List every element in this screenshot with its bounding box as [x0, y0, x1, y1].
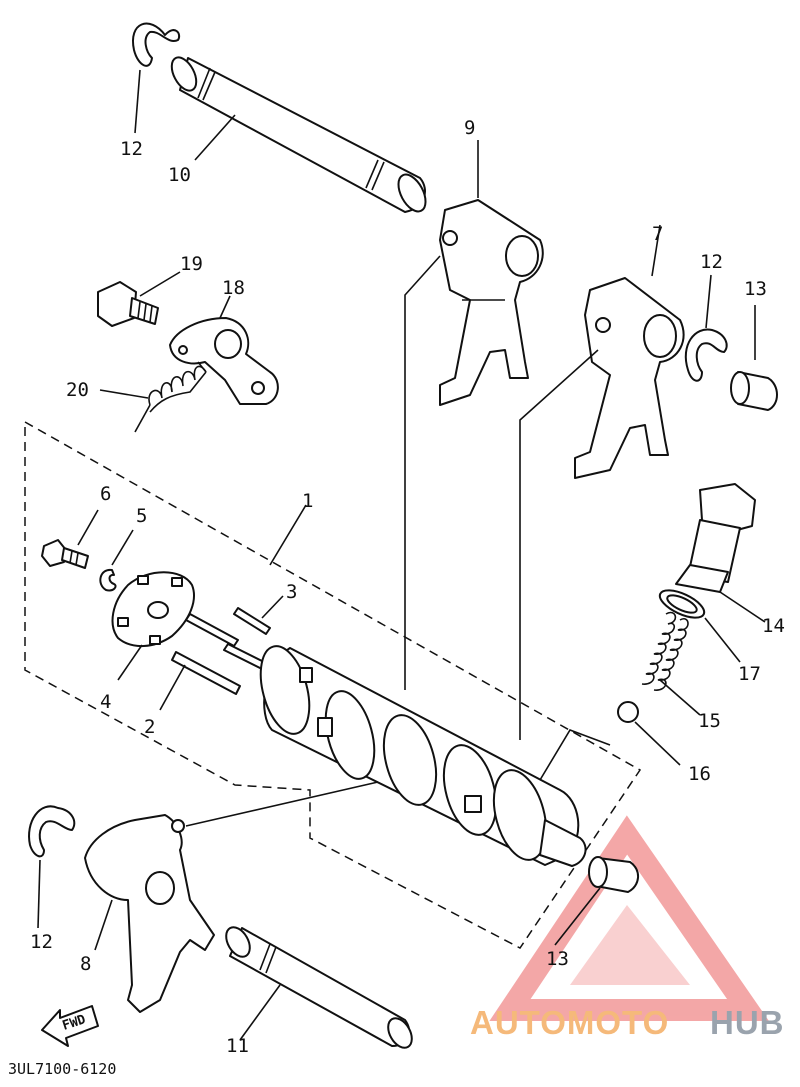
shift-fork-8 [84, 814, 215, 1013]
watermark-brand-right: HUB [710, 1004, 785, 1041]
circlip-5 [99, 568, 117, 592]
callout-3: 3 [286, 581, 297, 603]
callout-15: 15 [698, 710, 721, 732]
callout-11: 11 [226, 1035, 249, 1057]
callout-13-bottom: 13 [546, 948, 569, 970]
circlip-12-top [131, 22, 181, 67]
shift-fork-7 [574, 277, 685, 479]
assembly-outline [24, 420, 642, 949]
callout-8: 8 [80, 953, 91, 975]
callout-20: 20 [66, 379, 89, 401]
bolt-19 [97, 281, 159, 327]
bolt-6 [41, 539, 89, 569]
callout-19: 19 [180, 253, 203, 275]
shift-fork-shaft-10 [170, 56, 427, 213]
shift-fork-9 [439, 199, 544, 406]
ball-16 [617, 701, 639, 723]
spring-20 [134, 361, 207, 433]
callout-17: 17 [738, 663, 761, 685]
shift-fork-shaft-11 [225, 926, 413, 1049]
callout-18: 18 [222, 277, 245, 299]
callout-7: 7 [652, 223, 663, 245]
dowel-pin-13-bottom [588, 856, 639, 893]
callout-2: 2 [144, 716, 155, 738]
circlip-12-right [684, 328, 728, 382]
callout-14: 14 [762, 615, 785, 637]
callout-16: 16 [688, 763, 711, 785]
callout-6: 6 [100, 483, 111, 505]
fwd-label: FWD [61, 1012, 88, 1034]
shift-drum-1 [259, 645, 587, 867]
segment-plate-4 [111, 571, 195, 647]
dowel-pin-13-top [730, 371, 778, 411]
stopper-lever-18 [169, 317, 279, 405]
plug-14 [675, 483, 756, 593]
forward-arrow-icon [41, 1005, 99, 1047]
watermark-brand-left: AUTOMOTO [470, 1004, 669, 1041]
callout-1: 1 [302, 490, 313, 512]
callout-5: 5 [136, 505, 147, 527]
callout-10: 10 [168, 164, 191, 186]
watermark-logo-icon [489, 815, 769, 1021]
drawing-code: 3UL7100-6120 [8, 1060, 116, 1078]
callout-12-right: 12 [700, 251, 723, 273]
pin-3 [185, 607, 273, 673]
spring-15 [641, 611, 689, 691]
callout-9: 9 [464, 117, 475, 139]
callout-13-top: 13 [744, 278, 767, 300]
gasket-17 [658, 589, 706, 619]
callout-4: 4 [100, 691, 111, 713]
circlip-12-bottom [28, 805, 76, 858]
callout-12-bottom: 12 [30, 931, 53, 953]
pin-2 [171, 651, 241, 695]
callout-12-top: 12 [120, 138, 143, 160]
